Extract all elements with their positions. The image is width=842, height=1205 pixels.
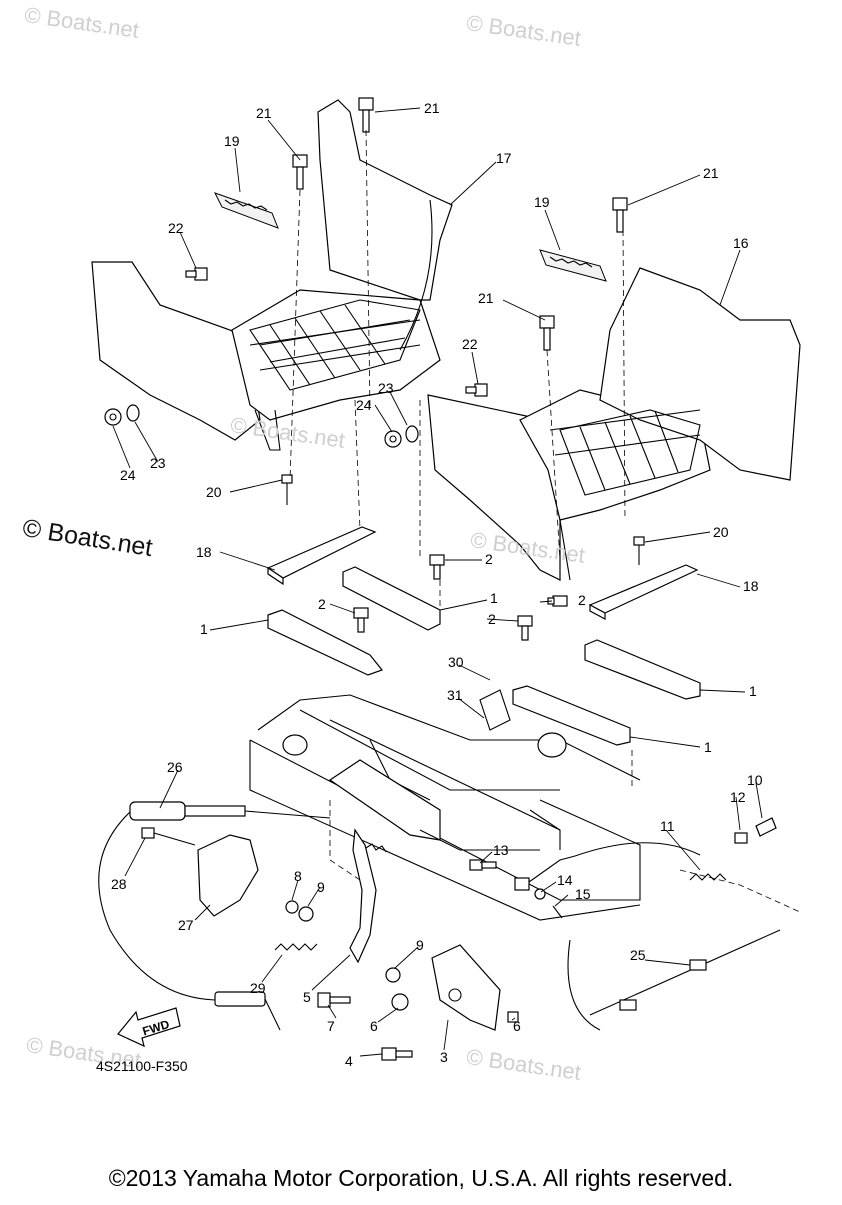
callout-19b: 19 (534, 194, 550, 210)
callout-9a: 9 (317, 879, 325, 895)
callout-17: 17 (496, 150, 512, 166)
brake-pedal-5 (349, 828, 387, 964)
callout-28: 28 (111, 876, 127, 892)
callout-16: 16 (733, 235, 749, 251)
drawing-code: 4S21100-F350 (96, 1058, 188, 1074)
callout-1d: 1 (704, 739, 712, 755)
callout-2a: 2 (485, 551, 493, 567)
callout-21c: 21 (703, 165, 719, 181)
callout-23b: 23 (378, 380, 394, 396)
callout-22a: 22 (168, 220, 184, 236)
callout-22b: 22 (462, 336, 478, 352)
callout-20a: 20 (206, 484, 222, 500)
callout-6b: 6 (513, 1018, 521, 1034)
callout-6a: 6 (370, 1018, 378, 1034)
callout-21a: 21 (256, 105, 272, 121)
footboard-grid-left (249, 299, 421, 391)
callout-18a: 18 (196, 544, 212, 560)
callout-7: 7 (327, 1018, 335, 1034)
bracket-18-left (266, 526, 377, 586)
callout-1a: 1 (490, 590, 498, 606)
callout-27: 27 (178, 917, 194, 933)
callout-11: 11 (660, 818, 675, 834)
rubber-pad-19-left (214, 192, 279, 229)
callout-24a: 24 (120, 467, 136, 483)
callout-14: 14 (557, 872, 573, 888)
callout-26: 26 (167, 759, 183, 775)
alignment-lines (289, 129, 801, 913)
callout-3: 3 (440, 1049, 448, 1065)
callout-8: 8 (294, 868, 302, 884)
copyright-notice: ©2013 Yamaha Motor Corporation, U.S.A. A… (108, 1165, 734, 1191)
cable-26 (98, 801, 331, 1031)
cover-plate-27 (197, 834, 259, 917)
callout-23a: 23 (150, 455, 166, 471)
callout-15: 15 (575, 886, 591, 902)
footboard-grid-right (559, 409, 701, 496)
bracket-3 (431, 944, 501, 1031)
callout-31: 31 (447, 687, 463, 703)
leader-lines (112, 107, 763, 1057)
callout-12: 12 (730, 789, 746, 805)
callout-24b: 24 (356, 397, 372, 413)
callout-numbers: 21 21 21 21 19 19 17 16 22 22 23 23 24 2… (111, 100, 763, 1069)
callout-21b: 21 (424, 100, 440, 116)
callout-2c: 2 (488, 611, 496, 627)
footrest-left-17 (91, 99, 453, 451)
callout-9b: 9 (416, 937, 424, 953)
callout-25: 25 (630, 947, 646, 963)
fwd-arrow-icon: FWD (117, 1007, 181, 1048)
callout-21d: 21 (478, 290, 494, 306)
frame (249, 689, 641, 921)
callout-30: 30 (448, 654, 464, 670)
small-parts-left (141, 827, 413, 1061)
callout-13: 13 (493, 842, 509, 858)
bolts-21 (292, 97, 628, 351)
right-cable-parts (469, 817, 781, 1031)
bolts-22 (185, 267, 488, 397)
spring-29 (274, 943, 318, 951)
callout-1b: 1 (200, 621, 208, 637)
callout-5: 5 (303, 989, 311, 1005)
callout-18b: 18 (743, 578, 759, 594)
rubber-pad-19-right (539, 249, 607, 282)
callout-1c: 1 (749, 683, 757, 699)
callout-2d: 2 (578, 592, 586, 608)
callout-19a: 19 (224, 133, 240, 149)
callout-20b: 20 (713, 524, 729, 540)
bracket-18-right (588, 564, 699, 620)
brackets-1 (267, 566, 701, 746)
callout-4: 4 (345, 1053, 353, 1069)
callout-2b: 2 (318, 596, 326, 612)
callout-29: 29 (250, 980, 266, 996)
nuts-washers (104, 404, 419, 448)
rivets-20 (281, 474, 645, 565)
footrest-right-16 (427, 267, 801, 581)
callout-10: 10 (747, 772, 763, 788)
